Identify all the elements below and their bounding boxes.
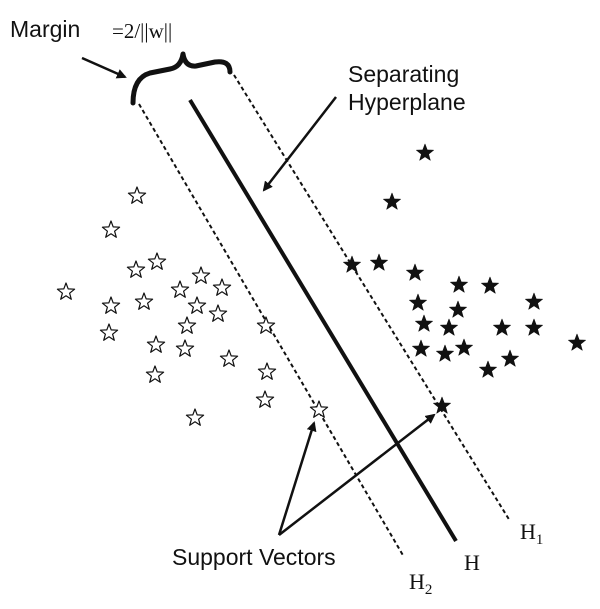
filled-star-icon-18 xyxy=(501,349,519,367)
support-vector-arrow-right xyxy=(278,413,436,536)
open-star-icon-1 xyxy=(127,186,147,204)
filled-star-icon-10 xyxy=(525,292,543,310)
separating-hyperplane-line xyxy=(188,98,458,543)
h2-letter: H xyxy=(409,569,425,594)
margin-brace xyxy=(130,51,233,106)
hyperplane-h-label: H xyxy=(464,550,480,575)
filled-star-icon-14 xyxy=(525,318,543,336)
separating-hyperplane-label-line1: Separating xyxy=(348,61,459,87)
hyperplane-h2-label: H2 xyxy=(409,569,432,598)
open-star-icon-5 xyxy=(56,282,76,300)
open-star-icon-19 xyxy=(145,365,165,383)
open-star-class xyxy=(56,186,329,426)
filled-star-class xyxy=(343,143,586,414)
filled-star-icon-4 xyxy=(370,253,388,271)
margin-hyperplane-h2-line xyxy=(138,103,405,558)
open-star-icon-16 xyxy=(175,339,195,357)
filled-star-icon-20 xyxy=(568,333,586,351)
support-vectors-label: Support Vectors xyxy=(172,544,336,570)
open-star-icon-8 xyxy=(170,280,190,298)
separating-hyperplane-label-line2: Hyperplane xyxy=(348,89,466,115)
margin-formula: =2/||w|| xyxy=(112,19,172,43)
filled-star-icon-17 xyxy=(455,338,473,356)
support-vector-arrow-left xyxy=(277,421,317,536)
open-star-icon-23 xyxy=(309,400,329,418)
filled-star-icon-9 xyxy=(449,300,467,318)
hyperplane-h1-label: H1 xyxy=(520,519,543,548)
hyperplane-arrow xyxy=(262,96,337,192)
open-star-icon-17 xyxy=(256,316,276,334)
open-star-icon-20 xyxy=(257,362,277,380)
filled-star-icon-11 xyxy=(415,314,433,332)
open-star-icon-21 xyxy=(255,390,275,408)
open-star-icon-12 xyxy=(208,304,228,322)
open-star-icon-4 xyxy=(147,252,167,270)
filled-star-icon-8 xyxy=(409,293,427,311)
open-star-icon-7 xyxy=(134,292,154,310)
filled-star-icon-6 xyxy=(450,275,468,293)
open-star-icon-22 xyxy=(185,408,205,426)
open-star-icon-11 xyxy=(187,296,207,314)
filled-star-icon-5 xyxy=(406,263,424,281)
open-star-icon-18 xyxy=(219,349,239,367)
filled-star-icon-7 xyxy=(481,276,499,294)
open-star-icon-13 xyxy=(177,316,197,334)
h2-subscript: 2 xyxy=(425,582,433,598)
filled-star-icon-12 xyxy=(440,318,458,336)
open-star-icon-3 xyxy=(126,260,146,278)
margin-hyperplane-h1-line xyxy=(233,74,511,522)
filled-star-icon-2 xyxy=(383,192,401,210)
open-star-icon-6 xyxy=(101,296,121,314)
margin-arrow xyxy=(81,56,127,79)
h1-subscript: 1 xyxy=(536,532,544,548)
open-star-icon-10 xyxy=(212,278,232,296)
filled-star-icon-1 xyxy=(416,143,434,161)
filled-star-icon-13 xyxy=(493,318,511,336)
open-star-icon-14 xyxy=(99,323,119,341)
open-star-icon-2 xyxy=(101,220,121,238)
margin-label: Margin xyxy=(10,16,80,42)
filled-star-icon-15 xyxy=(412,339,430,357)
open-star-icon-15 xyxy=(146,335,166,353)
open-star-icon-9 xyxy=(191,266,211,284)
filled-star-icon-3 xyxy=(343,255,361,273)
filled-star-icon-19 xyxy=(479,360,497,378)
filled-star-icon-21 xyxy=(433,396,451,414)
filled-star-icon-16 xyxy=(436,344,454,362)
h1-letter: H xyxy=(520,519,536,544)
